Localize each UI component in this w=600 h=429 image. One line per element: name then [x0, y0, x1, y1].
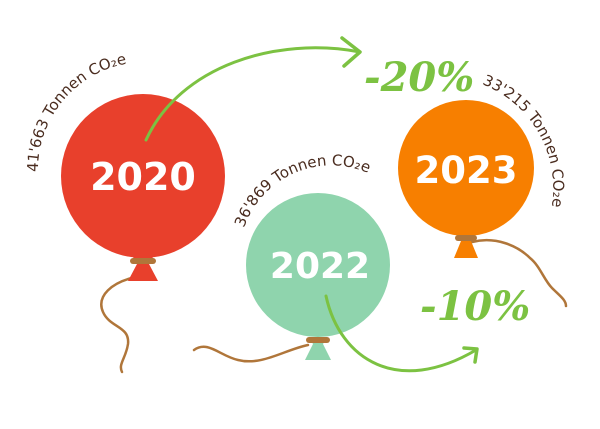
balloon-2020-knot	[128, 257, 158, 281]
balloon-2020-year: 2020	[90, 155, 196, 199]
arrow-2020-to-2023: -20%	[144, 36, 474, 142]
arrow-2020-line	[144, 46, 362, 142]
balloon-2022-string	[192, 343, 310, 363]
balloon-2022-knot	[305, 337, 331, 360]
balloon-2023-year: 2023	[415, 149, 518, 192]
arrow-2022-to-2023: -10%	[324, 283, 530, 373]
arrow-2022-head	[462, 346, 479, 364]
change-label-20: -20%	[364, 54, 474, 101]
arrow-2022-line	[324, 294, 478, 373]
arrow-2020-head	[340, 36, 362, 68]
balloon-2023: 2023 33'215 Tonnen CO₂e	[398, 71, 568, 308]
balloon-2022-body	[246, 193, 390, 337]
balloon-2023-string	[470, 238, 568, 308]
change-label-10: -10%	[420, 283, 530, 330]
balloon-2023-body	[398, 100, 534, 236]
balloon-2023-knot-band	[455, 235, 477, 241]
balloon-2020-body	[61, 94, 225, 258]
balloon-2022-knot-band	[306, 337, 330, 343]
balloon-2020-knot-band	[130, 258, 156, 264]
balloon-2022-year: 2022	[270, 246, 370, 287]
balloon-2023-knot	[454, 234, 478, 258]
balloon-2020-string	[100, 275, 138, 374]
balloon-2020: 2020 41'663 Tonnen CO₂e	[24, 50, 225, 374]
